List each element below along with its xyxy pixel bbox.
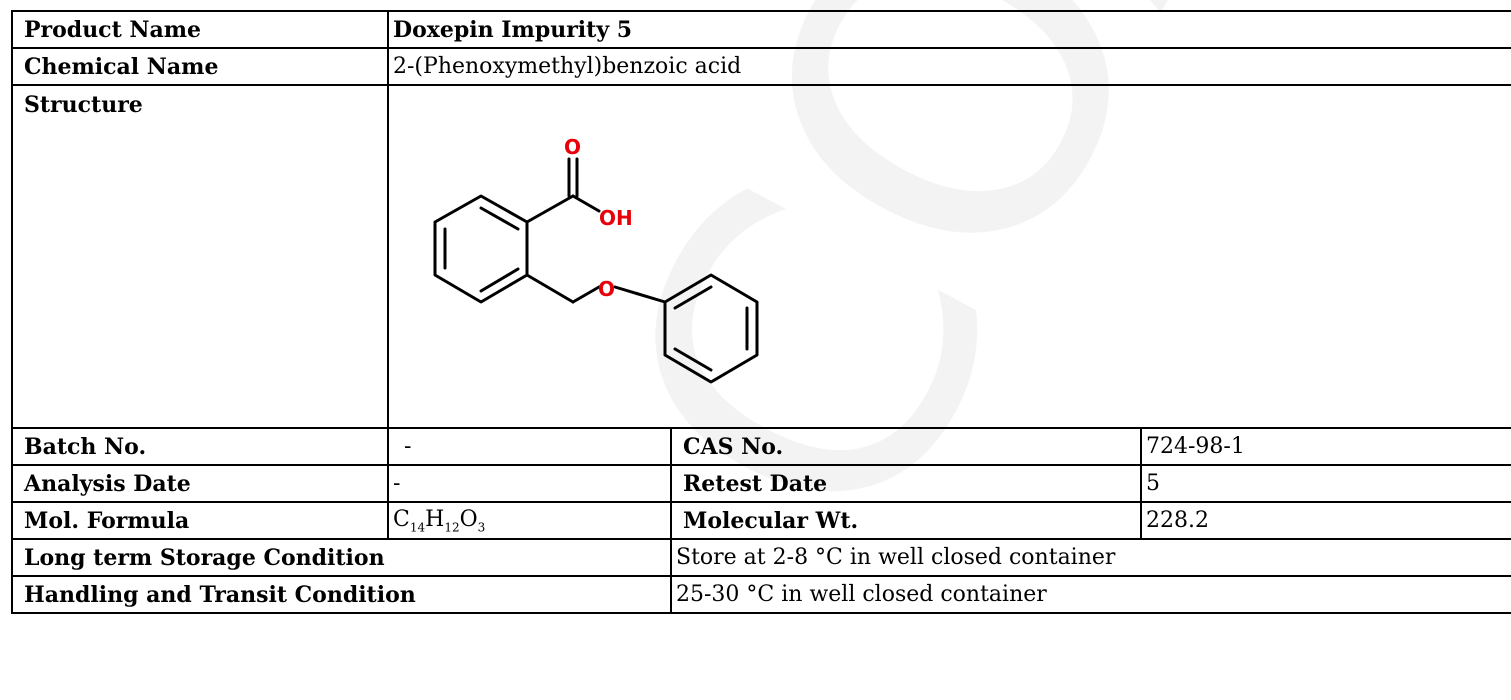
row-storage: Long term Storage Condition Store at 2-8… [11,538,1511,577]
batch-label: Batch No. [11,427,389,466]
coa-table: Product Name Doxepin Impurity 5 Chemical… [11,10,1511,614]
chemical-name-label: Chemical Name [11,47,389,86]
retest-label: Retest Date [670,464,1142,503]
row-structure: Structure [11,84,1511,429]
structure-label: Structure [11,84,389,429]
structure-diagram: O OH O [433,135,759,384]
cas-label: CAS No. [670,427,1142,466]
product-name-label: Product Name [11,10,389,49]
row-analysis: Analysis Date - Retest Date 5 [11,464,1511,503]
cas-value: 724-98-1 [1139,427,1511,466]
analysis-value: - [387,464,672,503]
chemical-name-value: 2-(Phenoxymethyl)benzoic acid [386,47,1511,86]
atom-o-top: O [564,135,581,159]
atom-oh: OH [599,206,633,230]
retest-value: 5 [1139,464,1511,503]
atom-o-ether: O [598,277,615,301]
row-batch: Batch No. - CAS No. 724-98-1 [11,427,1511,466]
row-product-name: Product Name Doxepin Impurity 5 [11,10,1511,49]
analysis-label: Analysis Date [11,464,389,503]
row-chemical-name: Chemical Name 2-(Phenoxymethyl)benzoic a… [11,47,1511,86]
formula-label: Mol. Formula [11,501,389,540]
row-transit: Handling and Transit Condition 25-30 °C … [11,575,1511,614]
transit-label: Handling and Transit Condition [11,575,672,614]
storage-value: Store at 2-8 °C in well closed container [669,538,1511,577]
transit-value: 25-30 °C in well closed container [669,575,1511,614]
row-formula: Mol. Formula C14H12O3 Molecular Wt. 228.… [11,501,1511,540]
mw-label: Molecular Wt. [670,501,1142,540]
batch-value: - [387,427,672,466]
formula-value: C14H12O3 [387,501,672,540]
storage-label: Long term Storage Condition [11,538,672,577]
mw-value: 228.2 [1139,501,1511,540]
structure-cell: O OH O [386,84,1511,429]
product-name-value: Doxepin Impurity 5 [386,10,1511,49]
